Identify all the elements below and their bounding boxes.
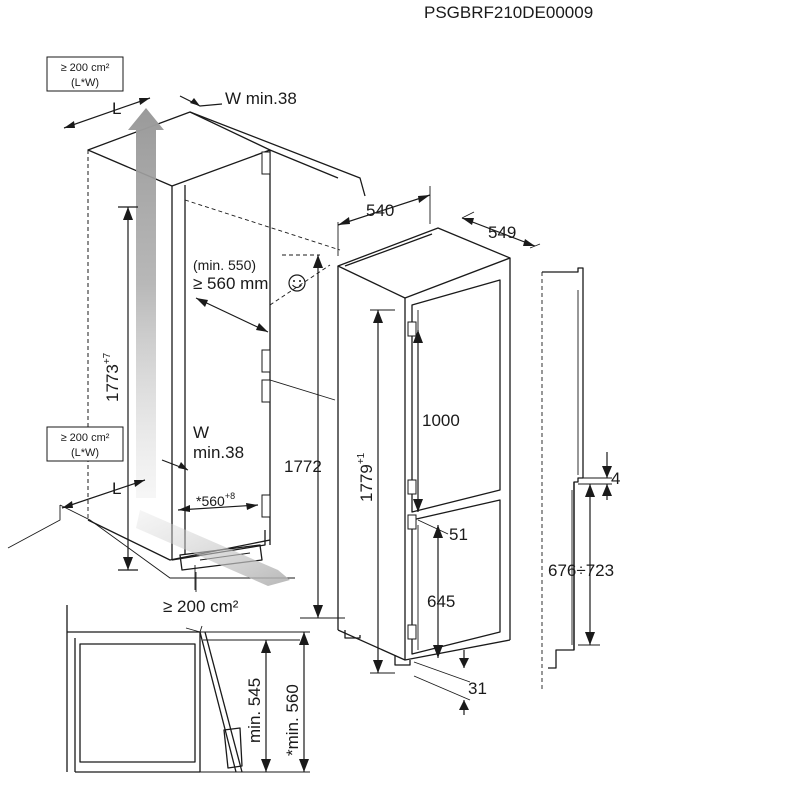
- dim-min-545: min. 545: [245, 640, 271, 772]
- dim-depth-min: (min. 550) ≥ 560 mm: [193, 257, 306, 333]
- w-min-top: W min.38: [225, 89, 297, 108]
- appliance-body: [337, 227, 511, 666]
- dim-width: 540: [337, 186, 431, 256]
- product-code: PSGBRF210DE00009: [424, 3, 593, 22]
- dim-lower-door: 645: [427, 525, 455, 658]
- depth-min-line1: (min. 550): [193, 257, 256, 273]
- gap-4-value: 4: [611, 469, 620, 488]
- upper-door-value: 1000: [422, 411, 460, 430]
- vent-label-top: ≥ 200 cm² (L*W): [46, 56, 124, 92]
- label-L-top: L: [112, 99, 121, 118]
- min-545-value: min. 545: [245, 678, 264, 743]
- dim-total-height: 1772: [282, 254, 345, 619]
- smiley-icon: [288, 274, 306, 292]
- dim-L-bottom: L: [61, 479, 146, 509]
- dim-W-bottom: W min.38: [161, 423, 244, 471]
- dim-bottom-31: 31: [413, 650, 487, 715]
- w-bottom-line1: W: [193, 423, 209, 442]
- label-L-bottom: L: [112, 479, 121, 498]
- vent-top-unit: (L*W): [71, 77, 99, 89]
- dim-gap-51: 51: [417, 519, 468, 544]
- w-bottom-line2: min.38: [193, 443, 244, 462]
- niche-cabinet: [7, 111, 366, 590]
- niche-height-value: 1773+7: [102, 352, 122, 402]
- lower-door-value: 645: [427, 592, 455, 611]
- width-value: 540: [366, 201, 394, 220]
- vent-bottom-area: ≥ 200 cm²: [61, 432, 110, 444]
- depth-min-line2: ≥ 560 mm: [193, 274, 268, 293]
- door-detail: [66, 605, 310, 773]
- side-range-value: 676÷723: [548, 561, 614, 580]
- dim-side-range: 676÷723: [548, 484, 614, 646]
- side-profile: [541, 267, 584, 690]
- gap-51-value: 51: [449, 525, 468, 544]
- dim-niche-height: 1773+7: [102, 206, 138, 571]
- vent-bottom-unit: (L*W): [71, 447, 99, 459]
- plinth-vent-label: ≥ 200 cm²: [163, 597, 239, 616]
- total-height-value: 1772: [284, 457, 322, 476]
- airflow-arrow-icon: [128, 108, 290, 586]
- dim-min-560: *min. 560: [200, 631, 310, 772]
- dim-gap-4: 4: [578, 452, 620, 500]
- depth-value: 549: [488, 223, 516, 242]
- vent-top-area: ≥ 200 cm²: [61, 62, 110, 74]
- vent-label-bottom: ≥ 200 cm² (L*W): [46, 426, 124, 462]
- bottom-31-value: 31: [468, 679, 487, 698]
- niche-width-value: *560+8: [196, 491, 235, 509]
- dim-appliance-height: 1779+1: [356, 309, 395, 674]
- dim-upper-door: 1000: [413, 330, 460, 512]
- min-560-value: *min. 560: [283, 684, 302, 756]
- dim-L-top: L: [63, 97, 151, 129]
- appliance-height-value: 1779+1: [356, 452, 376, 502]
- dim-depth: 549: [461, 211, 541, 249]
- dim-W-top: W min.38: [179, 89, 297, 108]
- dim-niche-width: *560+8: [177, 491, 259, 512]
